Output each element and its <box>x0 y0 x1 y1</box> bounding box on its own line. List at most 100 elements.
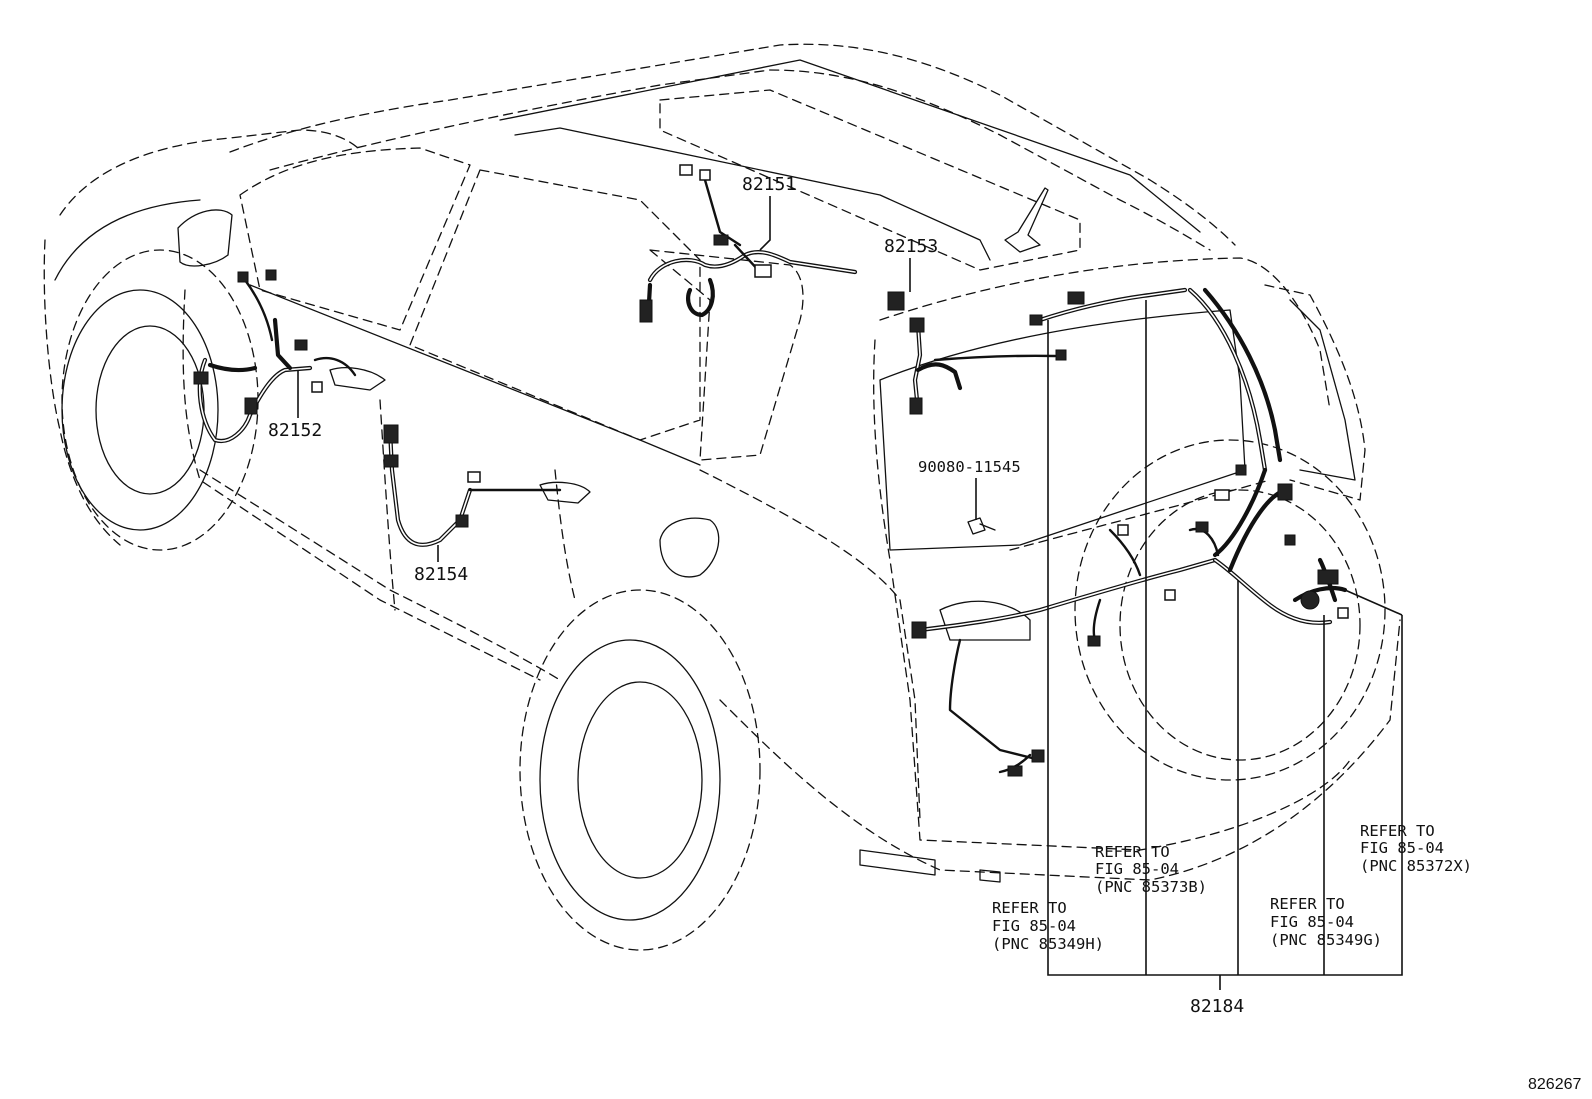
connector-82184-h <box>1164 589 1176 601</box>
rear-door-handle <box>539 481 591 504</box>
label-82152: 82152 <box>268 420 322 441</box>
rear-door-window <box>409 169 701 441</box>
connector-82153-b <box>909 317 925 333</box>
note-pnc-85372x: REFER TO FIG 85-04 (PNC 85372X) <box>1360 822 1472 875</box>
label-82151: 82151 <box>742 174 796 195</box>
rear-roof-edge <box>879 257 1331 411</box>
antenna <box>1004 187 1049 253</box>
front-fascia <box>43 239 121 546</box>
label-90080-11545: 90080-11545 <box>918 458 1021 476</box>
connector-82153-d <box>1055 349 1067 361</box>
harness-82153 <box>887 291 1067 415</box>
connector-82184-o <box>1317 569 1339 585</box>
front-fender <box>54 199 201 281</box>
front-door-handle <box>329 367 386 391</box>
note-line: FIG 85-04 <box>1360 839 1444 857</box>
connector-82154-d <box>467 471 481 483</box>
body-side-lower <box>182 289 541 681</box>
harness-82151 <box>639 164 858 323</box>
connector-82151-e <box>754 264 772 278</box>
front-door-window <box>239 147 471 331</box>
rear-glass <box>879 309 1246 551</box>
connector-82152-e <box>244 397 258 415</box>
roof-outline <box>229 43 1236 246</box>
beltline <box>249 284 701 466</box>
connector-82153-a <box>887 291 905 311</box>
leader-lines <box>297 196 1403 990</box>
tailgate-handle <box>939 600 1031 641</box>
connector-82151-d <box>713 234 729 246</box>
rocker <box>199 469 561 681</box>
connector-82152-f <box>193 371 209 385</box>
roof-rail-right <box>499 59 1201 233</box>
connector-82184-d <box>1007 765 1023 777</box>
front-rim <box>95 325 205 495</box>
roof-rail-right-2 <box>514 127 991 261</box>
harness-82152 <box>193 269 386 444</box>
note-line: FIG 85-04 <box>992 917 1076 935</box>
connector-82184-a <box>1029 314 1043 326</box>
front-tire <box>61 289 219 531</box>
note-line: REFER TO <box>992 899 1067 917</box>
rear-lamp <box>1264 284 1366 501</box>
note-line: REFER TO <box>1270 895 1345 913</box>
connector-82184-b <box>1067 291 1085 305</box>
connector-82184-l <box>1277 483 1293 501</box>
roof-rail-left <box>269 69 1211 251</box>
sunroof-outline <box>659 89 1081 271</box>
vehicle-outline <box>43 43 1401 951</box>
connector-82151-c <box>639 299 653 323</box>
quarter-window <box>649 249 804 461</box>
connector-82184-f <box>1087 635 1101 647</box>
front-wheel-arch <box>61 249 259 551</box>
tailgate-outline <box>873 339 1351 851</box>
label-82153: 82153 <box>884 236 938 257</box>
note-line: (PNC 85349G) <box>1270 931 1382 949</box>
note-line: FIG 85-04 <box>1095 860 1179 878</box>
label-82184: 82184 <box>1190 996 1244 1017</box>
figure-id: 826267 <box>1528 1076 1581 1093</box>
rear-wheel-arch <box>519 589 761 951</box>
label-82154: 82154 <box>414 564 468 585</box>
connector-82184-i <box>1195 521 1209 533</box>
note-line: (PNC 85373B) <box>1095 878 1207 896</box>
hood-outline <box>59 129 361 216</box>
connector-82184-c <box>911 621 927 639</box>
spare-tire-inner <box>1119 489 1361 761</box>
rear-rim <box>577 681 703 879</box>
connector-82152-c <box>294 339 308 351</box>
note-pnc-85349h: REFER TO FIG 85-04 (PNC 85349H) <box>992 899 1104 953</box>
spare-tire-outer <box>1074 439 1386 781</box>
connector-82151-a <box>679 164 693 176</box>
note-pnc-85349g: REFER TO FIG 85-04 (PNC 85349G) <box>1270 895 1382 949</box>
connector-82152-b <box>265 269 277 281</box>
note-line: FIG 85-04 <box>1270 913 1354 931</box>
rear-tire <box>539 639 721 921</box>
note-line: (PNC 85349H) <box>992 935 1104 953</box>
connector-82152-a <box>237 271 249 283</box>
rear-lamp-lens <box>1289 299 1356 481</box>
note-line: REFER TO <box>1095 843 1170 861</box>
connector-82154-b <box>383 454 399 468</box>
rear-quarter <box>699 469 921 821</box>
connector-82184-k <box>1235 464 1247 476</box>
rear-reflector <box>979 869 1001 883</box>
side-mirror <box>177 209 233 267</box>
connector-82151-b <box>699 169 711 181</box>
connector-82154-c <box>455 514 469 528</box>
note-line: REFER TO <box>1360 822 1435 840</box>
connector-82184-p <box>1337 607 1349 619</box>
rear-door-gap <box>554 469 576 601</box>
connector-82154-a <box>383 424 399 444</box>
connector-82152-d <box>311 381 323 393</box>
rear-bumper-lower <box>859 849 936 876</box>
fuel-lid <box>659 517 720 578</box>
connector-82184-e <box>1031 749 1045 763</box>
bolt-90080-11545 <box>967 517 996 535</box>
connector-82184-g <box>1117 524 1129 536</box>
connector-82184-j <box>1214 489 1230 501</box>
rear-bumper <box>719 619 1401 881</box>
connector-82184-n <box>1300 590 1320 610</box>
harness-82184 <box>911 287 1349 777</box>
